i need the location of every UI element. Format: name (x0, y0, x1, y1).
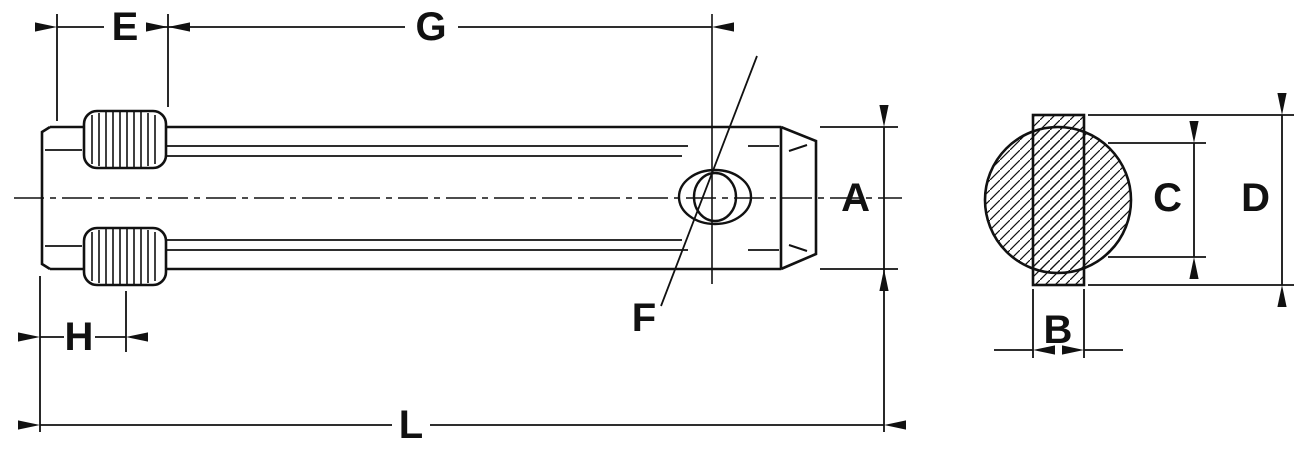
dim-label-l: L (399, 403, 423, 447)
cross-section-view (983, 113, 1133, 287)
dim-label-f: F (632, 296, 656, 340)
pin-side-view (40, 109, 818, 287)
knurled-collar-top (82, 109, 168, 170)
extension-lines (39, 14, 1294, 432)
dim-label-a: A (841, 176, 870, 220)
dim-label-e: E (112, 5, 139, 49)
knurl-lines-top (91, 112, 156, 167)
leader-line-f (660, 55, 758, 307)
chamfer-tick-bottom (788, 244, 808, 252)
dim-label-c: C (1153, 176, 1182, 220)
chamfer-tick-top (788, 144, 808, 152)
knurled-collar-bottom (82, 226, 168, 287)
dim-label-g: G (415, 5, 446, 49)
section-slot (1031, 113, 1086, 287)
surface-lines (45, 145, 779, 251)
dim-label-b: B (1044, 308, 1073, 352)
dim-label-h: H (65, 315, 94, 359)
pin-right-tip (780, 125, 818, 271)
dim-label-d: D (1241, 176, 1270, 220)
cross-hole-inner (692, 171, 738, 223)
knurl-lines-bottom (91, 229, 156, 284)
